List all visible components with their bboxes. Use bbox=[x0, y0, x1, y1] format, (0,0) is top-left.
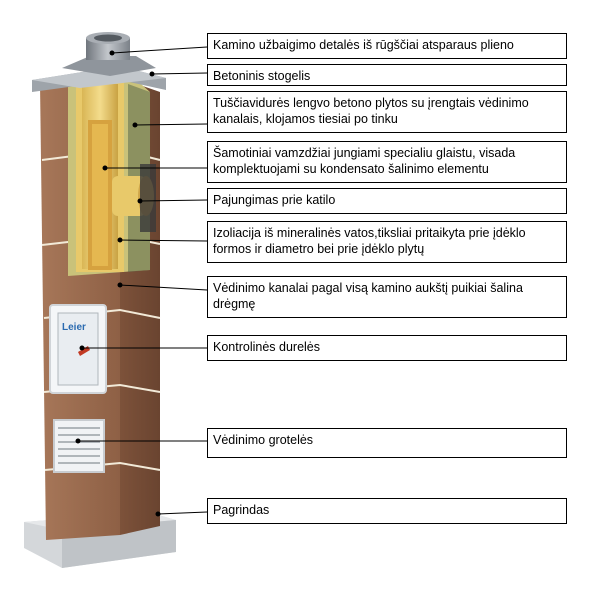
label-control-door: Kontrolinės durelės bbox=[207, 335, 567, 361]
door-logo: Leier bbox=[62, 322, 86, 333]
label-ventilation-channels: Vėdinimo kanalai pagal visą kamino aukšt… bbox=[207, 276, 567, 318]
label-insulation: Izoliacija iš mineralinės vatos,tiksliai… bbox=[207, 221, 567, 263]
label-cap: Kamino užbaigimo detalės iš rūgščiai ats… bbox=[207, 33, 567, 59]
label-base: Pagrindas bbox=[207, 498, 567, 524]
label-blocks: Tuščiavidurės lengvo betono plytos su įr… bbox=[207, 91, 567, 133]
cutaway bbox=[68, 76, 156, 276]
label-flue-liners: Šamotiniai vamzdžiai jungiami specialiu … bbox=[207, 141, 567, 183]
label-roof: Betoninis stogelis bbox=[207, 64, 567, 86]
ventilation-grille bbox=[54, 420, 104, 472]
control-door: Leier bbox=[50, 305, 106, 393]
label-boiler-connection: Pajungimas prie katilo bbox=[207, 188, 567, 214]
label-ventilation-grille: Vėdinimo grotelės bbox=[207, 428, 567, 458]
steel-cap bbox=[62, 32, 156, 76]
